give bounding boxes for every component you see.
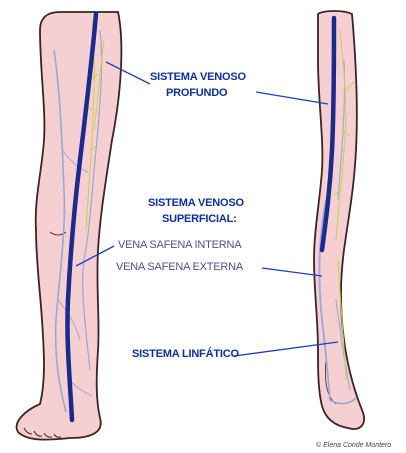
- pointer-saphenous-external: [262, 268, 322, 276]
- label-small-saphenous-vein: VENA SAFENA EXTERNA: [116, 260, 243, 274]
- copyright-credit: © Elena Conde Montero: [316, 442, 391, 449]
- right-leg-outline: [314, 11, 364, 429]
- left-leg: [17, 12, 122, 440]
- label-deep-system-line1: SISTEMA VENOSO: [150, 70, 246, 84]
- label-lymphatic-system: SISTEMA LINFÁTICO: [132, 347, 239, 361]
- label-superficial-system-line1: SISTEMA VENOSO: [148, 196, 244, 210]
- right-leg: [314, 11, 364, 429]
- label-deep-system-line2: PROFUNDO: [166, 86, 227, 100]
- label-superficial-system-line2: SUPERFICIAL:: [162, 212, 237, 226]
- label-great-saphenous-vein: VENA SAFENA INTERNA: [118, 238, 241, 252]
- pointer-deep-right: [256, 92, 328, 104]
